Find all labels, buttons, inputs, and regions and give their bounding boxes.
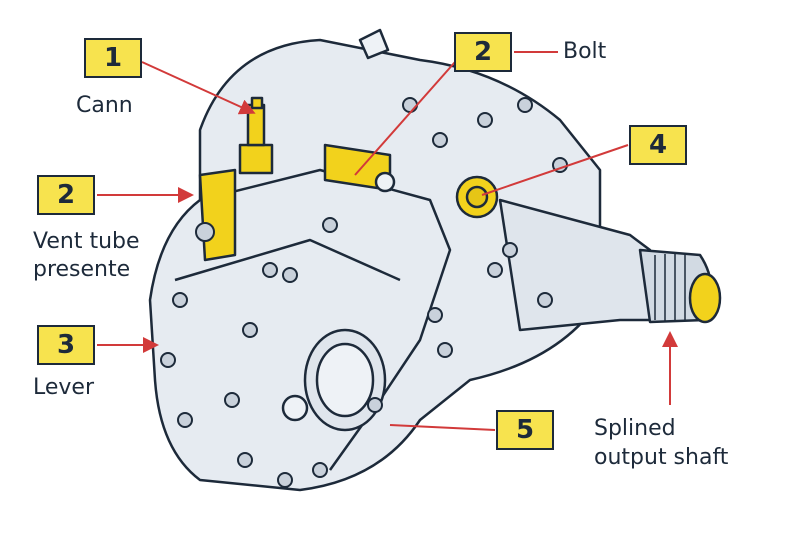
callout-2-vent: 2 xyxy=(37,175,95,215)
shaft-label-line1: Splined xyxy=(594,416,676,441)
arrow-1 xyxy=(141,61,256,115)
callout-1: 1 xyxy=(84,38,142,78)
shaft-label-line2: output shaft xyxy=(594,445,729,470)
callout-3: 3 xyxy=(37,325,95,365)
callout-2-bolt-label: Bolt xyxy=(563,39,607,64)
callout-3-label: Lever xyxy=(33,375,95,400)
callout-5: 5 xyxy=(496,410,554,450)
shaft-end xyxy=(688,272,722,324)
leader-5 xyxy=(389,424,496,431)
leader-4 xyxy=(481,144,629,196)
callout-2-vent-label-line2: presente xyxy=(33,257,131,282)
leader-2-bolt xyxy=(354,61,456,176)
callout-2-vent-label-line1: Vent tube xyxy=(33,229,140,254)
callout-2-bolt: 2 xyxy=(454,32,512,72)
callout-4: 4 xyxy=(629,125,687,165)
callout-1-label: Cann xyxy=(76,93,133,118)
